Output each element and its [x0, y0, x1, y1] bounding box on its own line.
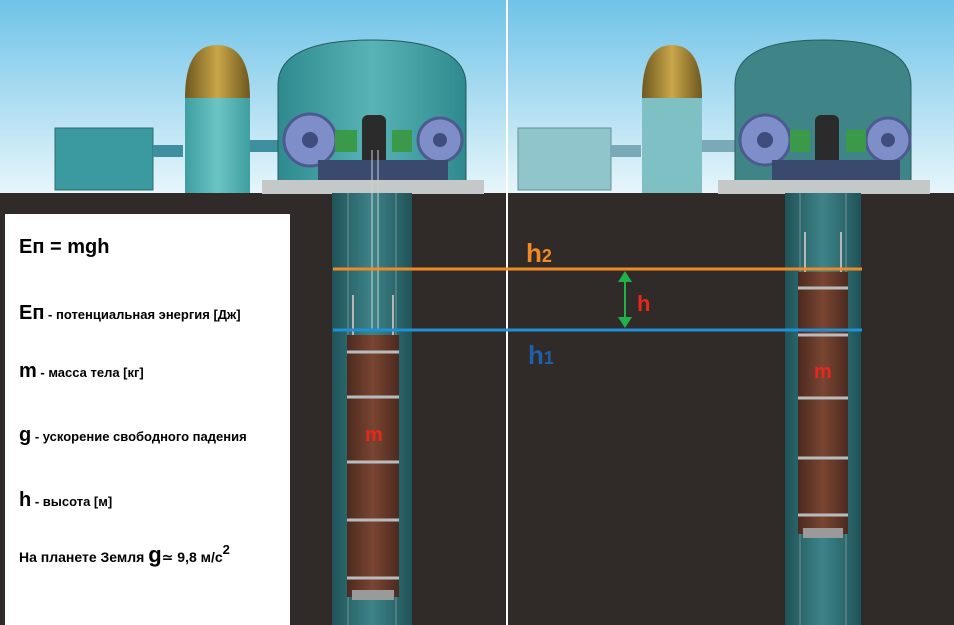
earth-symbol: g	[148, 542, 162, 567]
legend-height: h - высота [м]	[19, 489, 112, 512]
desc-gravity: - ускорение свободного падения	[31, 429, 247, 444]
earth-value: ≃ 9,8 м/с	[161, 549, 223, 565]
symbol-height: h	[19, 489, 32, 511]
symbol-gravity: g	[19, 424, 32, 446]
earth-exp: 2	[222, 541, 230, 557]
height-arrow	[618, 271, 632, 328]
desc-mass: - масса тела [кг]	[36, 365, 144, 380]
right-surface-plant	[517, 39, 930, 194]
left-surface-plant	[54, 39, 484, 194]
h-label: h	[637, 291, 650, 316]
right-weight	[798, 232, 848, 538]
left-weight	[347, 295, 399, 600]
symbol-energy: Eп	[19, 302, 45, 324]
legend-mass: m - масса тела [кг]	[19, 360, 144, 383]
desc-height: - высота [м]	[31, 494, 113, 509]
earth-gravity-note: На планете Земля g≃ 9,8 м/с2	[19, 542, 230, 568]
desc-energy: - потенциальная энергия [Дж]	[44, 307, 241, 322]
earth-prefix: На планете Земля	[19, 549, 149, 565]
symbol-mass: m	[19, 360, 37, 382]
formula: Eп = mgh	[19, 236, 110, 258]
mass-label-left: m	[365, 424, 383, 446]
mass-label-right: m	[814, 361, 832, 383]
legend-energy: Eп - потенциальная энергия [Дж]	[19, 302, 241, 325]
legend-gravity: g - ускорение свободного падения	[19, 424, 247, 447]
formula-panel: Eп = mgh Eп - потенциальная энергия [Дж]…	[5, 214, 290, 625]
